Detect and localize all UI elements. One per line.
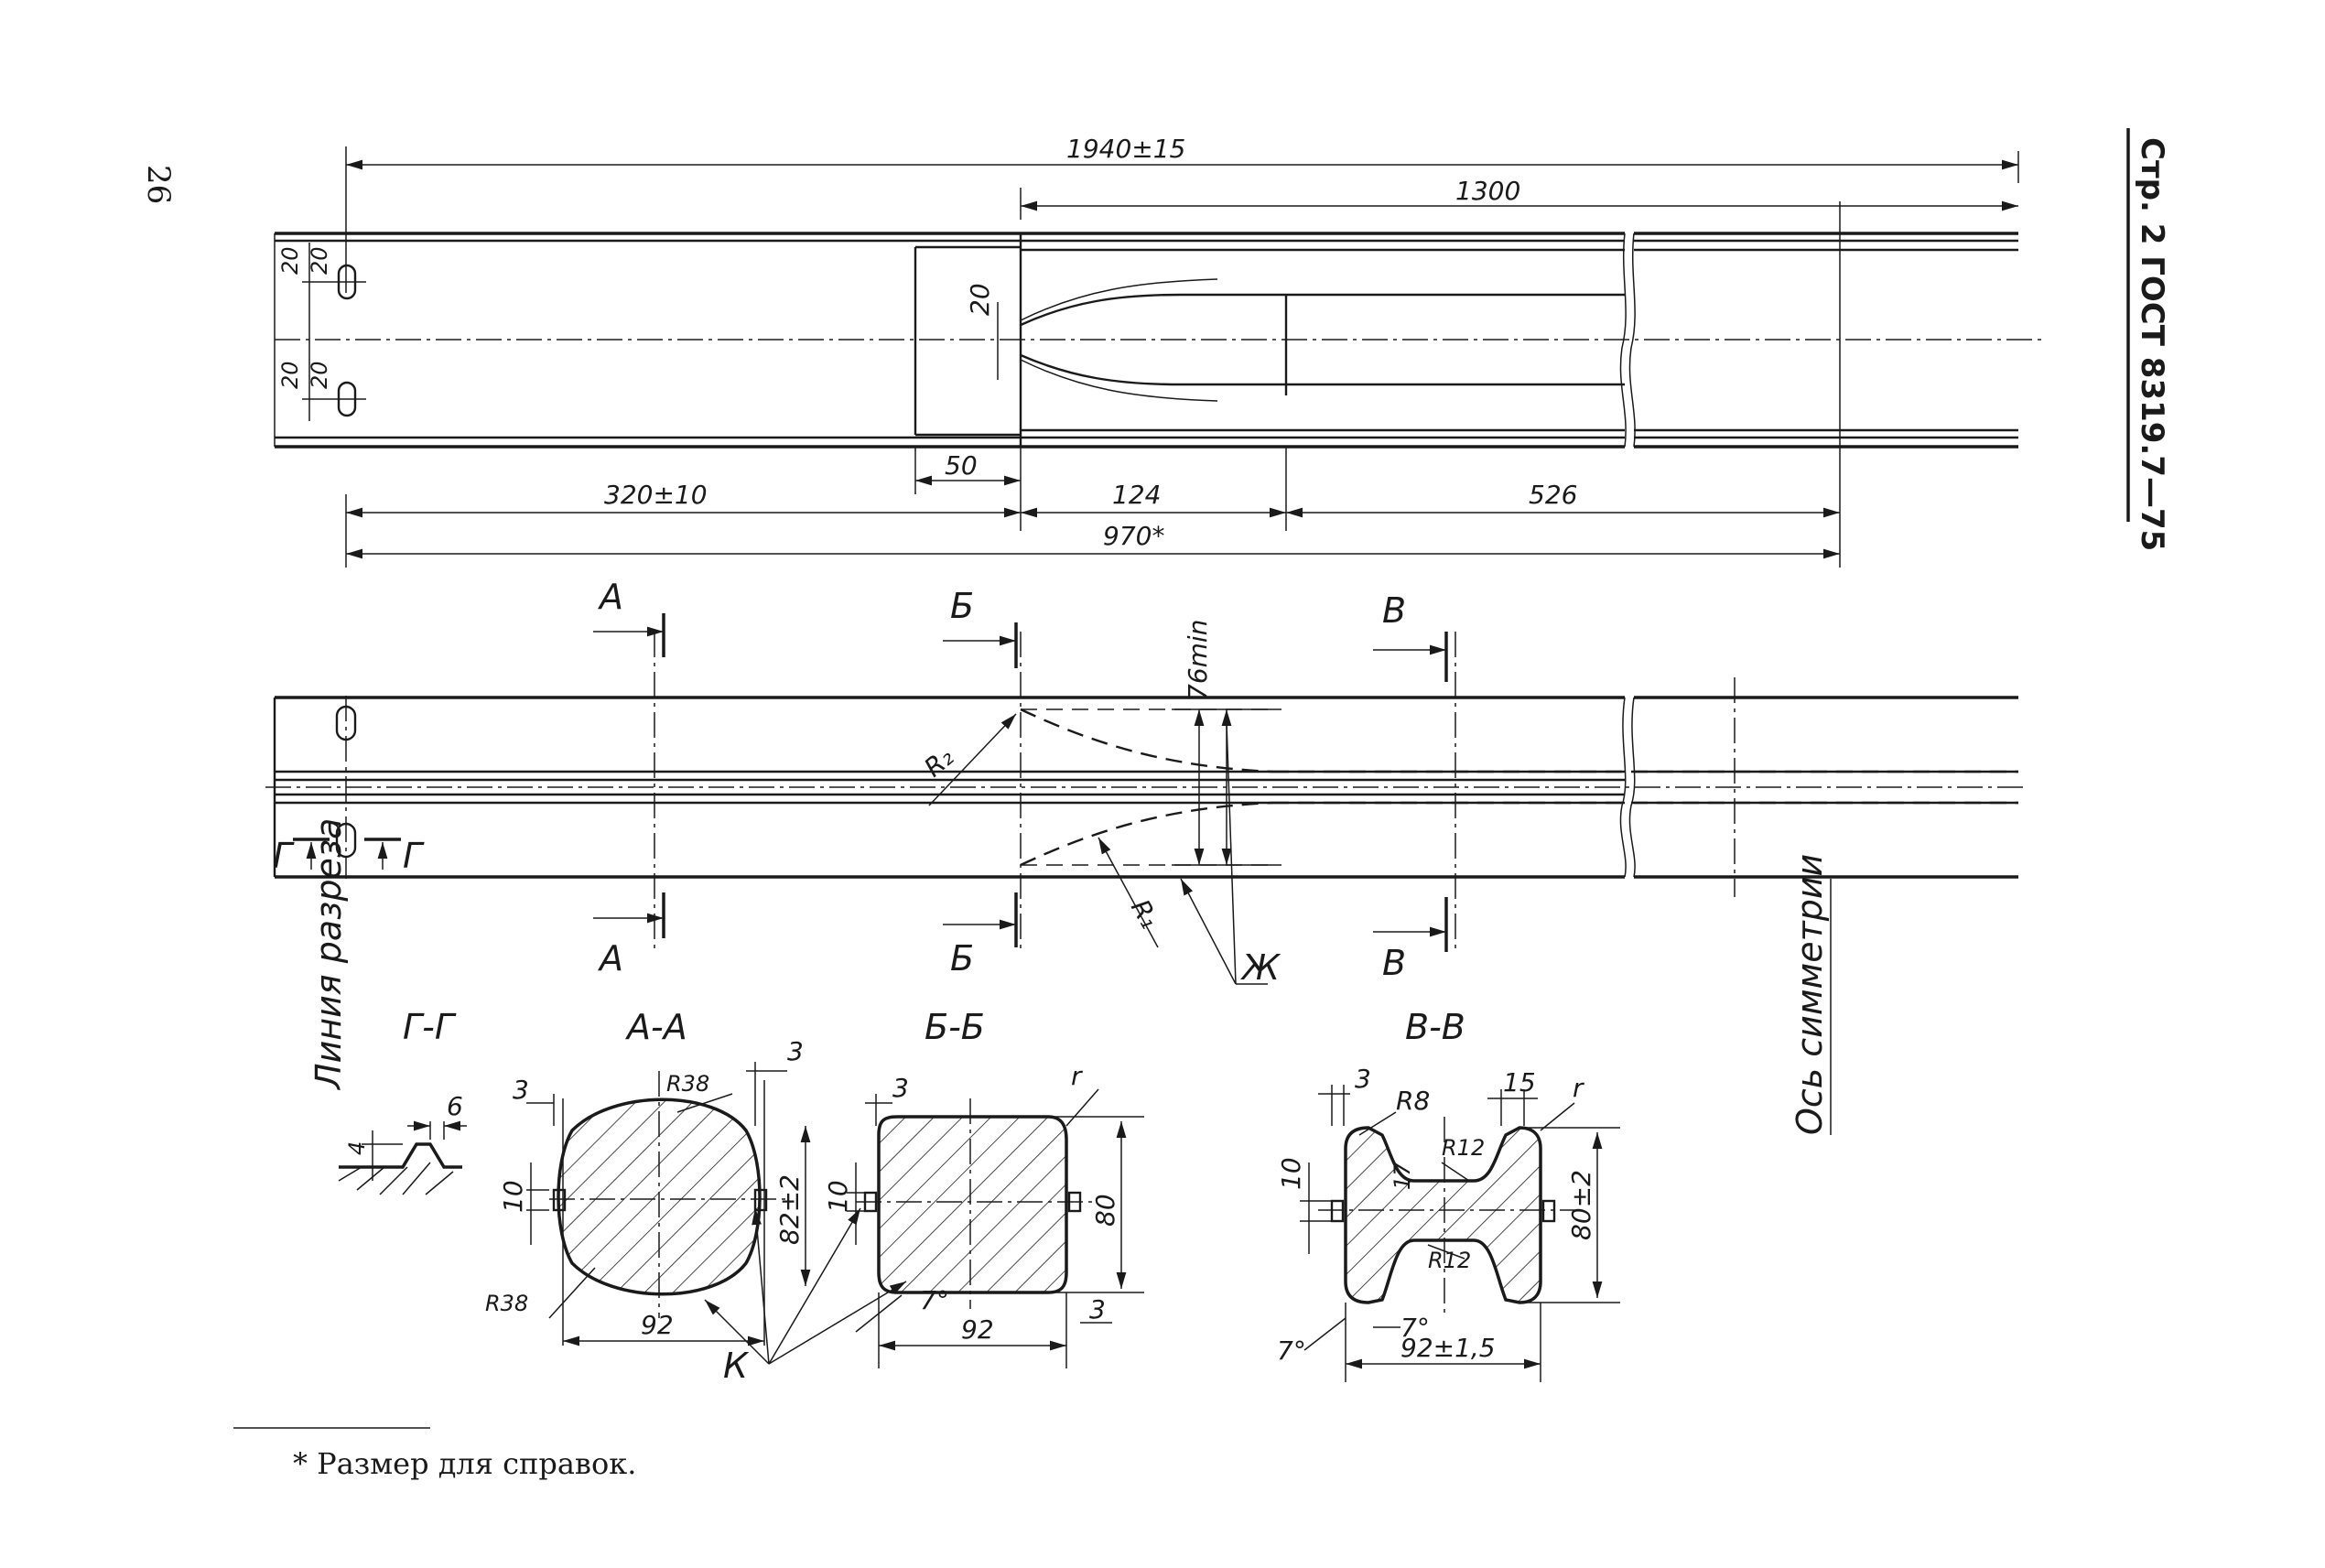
aa-r38-top: R38 <box>666 1071 709 1097</box>
document-header: Стр. 2 ГОСТ 8319.7—75 <box>2126 128 2170 551</box>
cut-label-v-bottom: В <box>1382 943 1406 983</box>
aa-dim-10: 10 <box>498 1180 528 1213</box>
footnote: * Размер для справок. <box>233 1427 636 1481</box>
side-view: А А Б Б В В Г Г 76min R₂ R₁ <box>265 577 2028 1135</box>
radius-r2: R₂ <box>918 741 959 783</box>
dim-20-insert: 20 <box>965 283 995 316</box>
vv-r12-top: R12 <box>1442 1135 1485 1161</box>
bb-dim-92: 92 <box>961 1314 994 1345</box>
dim-320: 320±10 <box>604 480 708 510</box>
bb-dim-3-bottom: 3 <box>1089 1294 1106 1325</box>
dim-76min: 76min <box>1183 620 1213 700</box>
section-gg: Г-Г 4 6 <box>338 1007 467 1195</box>
bb-dim-80: 80 <box>1090 1194 1120 1227</box>
section-gg-title: Г-Г <box>403 1007 457 1047</box>
vv-dim-92: 92±1,5 <box>1400 1333 1496 1363</box>
vv-dim-80: 80±2 <box>1566 1170 1596 1240</box>
gg-dim-4: 4 <box>344 1141 370 1155</box>
cut-label-g-left: Г <box>273 836 295 876</box>
dim-20-d: 20 <box>307 361 332 389</box>
dim-970: 970* <box>1103 521 1164 551</box>
section-vv-title: В-В <box>1405 1007 1465 1047</box>
section-aa-title: А-А <box>624 1007 687 1047</box>
vv-dim-3: 3 <box>1355 1064 1371 1094</box>
section-bb-title: Б-Б <box>925 1007 985 1047</box>
cut-label-v-top: В <box>1382 590 1406 631</box>
section-bb: Б-Б 80 r 3 10 92 7° 3 <box>823 1007 1144 1368</box>
label-zh: Ж <box>1240 947 1281 988</box>
vv-r8: R8 <box>1396 1086 1430 1116</box>
section-aa: А-А 92 3 3 10 82±2 R38 R38 К <box>485 1007 907 1386</box>
cut-line-label: Линия разреза <box>308 818 349 1091</box>
section-vv: В-В 80±2 3 R8 15 r R12 R12 17 10 92±1,5 <box>1276 1007 1620 1382</box>
dim-1300: 1300 <box>1455 176 1520 206</box>
cut-label-a-bottom: А <box>597 938 623 979</box>
aa-dim-3-right: 3 <box>787 1036 804 1066</box>
aa-dim-3-left: 3 <box>513 1075 529 1105</box>
aa-dim-82: 82±2 <box>774 1174 805 1245</box>
vv-dim-17: 17 <box>1390 1162 1415 1190</box>
cut-label-a-top: А <box>597 577 623 617</box>
aa-dim-92: 92 <box>641 1310 674 1340</box>
dim-20-c: 20 <box>277 361 303 389</box>
cut-label-g-right: Г <box>403 836 425 876</box>
dim-50: 50 <box>945 450 978 481</box>
vv-dim-15: 15 <box>1503 1067 1536 1098</box>
bb-dim-3-top: 3 <box>892 1073 909 1103</box>
dim-total-length: 1940±15 <box>1066 134 1185 164</box>
page-number: 26 <box>140 165 177 204</box>
vv-r12-bottom: R12 <box>1428 1248 1471 1273</box>
vv-label-r: r <box>1573 1073 1584 1103</box>
footnote-text: * Размер для справок. <box>293 1446 636 1481</box>
vv-dim-10: 10 <box>1276 1157 1306 1190</box>
bb-label-r: r <box>1071 1061 1083 1091</box>
cut-label-b-bottom: Б <box>950 938 974 979</box>
dim-20-a: 20 <box>277 246 303 275</box>
dim-124: 124 <box>1112 480 1161 510</box>
dim-526: 526 <box>1529 480 1577 510</box>
dim-20-b: 20 <box>307 246 332 275</box>
vv-dim-7-right: 7° <box>1400 1313 1430 1343</box>
aa-label-k: К <box>723 1346 750 1386</box>
radius-r1: R₁ <box>1125 894 1165 934</box>
bb-dim-10: 10 <box>823 1180 853 1213</box>
top-view: 1940±15 1300 <box>274 134 2041 568</box>
cut-label-b-top: Б <box>950 586 974 626</box>
gg-dim-6: 6 <box>447 1091 463 1121</box>
vv-dim-7-left: 7° <box>1277 1336 1306 1366</box>
symmetry-axis-label: Ось симметрии <box>1790 854 1830 1135</box>
header-text: Стр. 2 ГОСТ 8319.7—75 <box>2134 137 2170 551</box>
bb-dim-7: 7° <box>920 1285 949 1315</box>
aa-r38-bottom: R38 <box>485 1291 528 1316</box>
